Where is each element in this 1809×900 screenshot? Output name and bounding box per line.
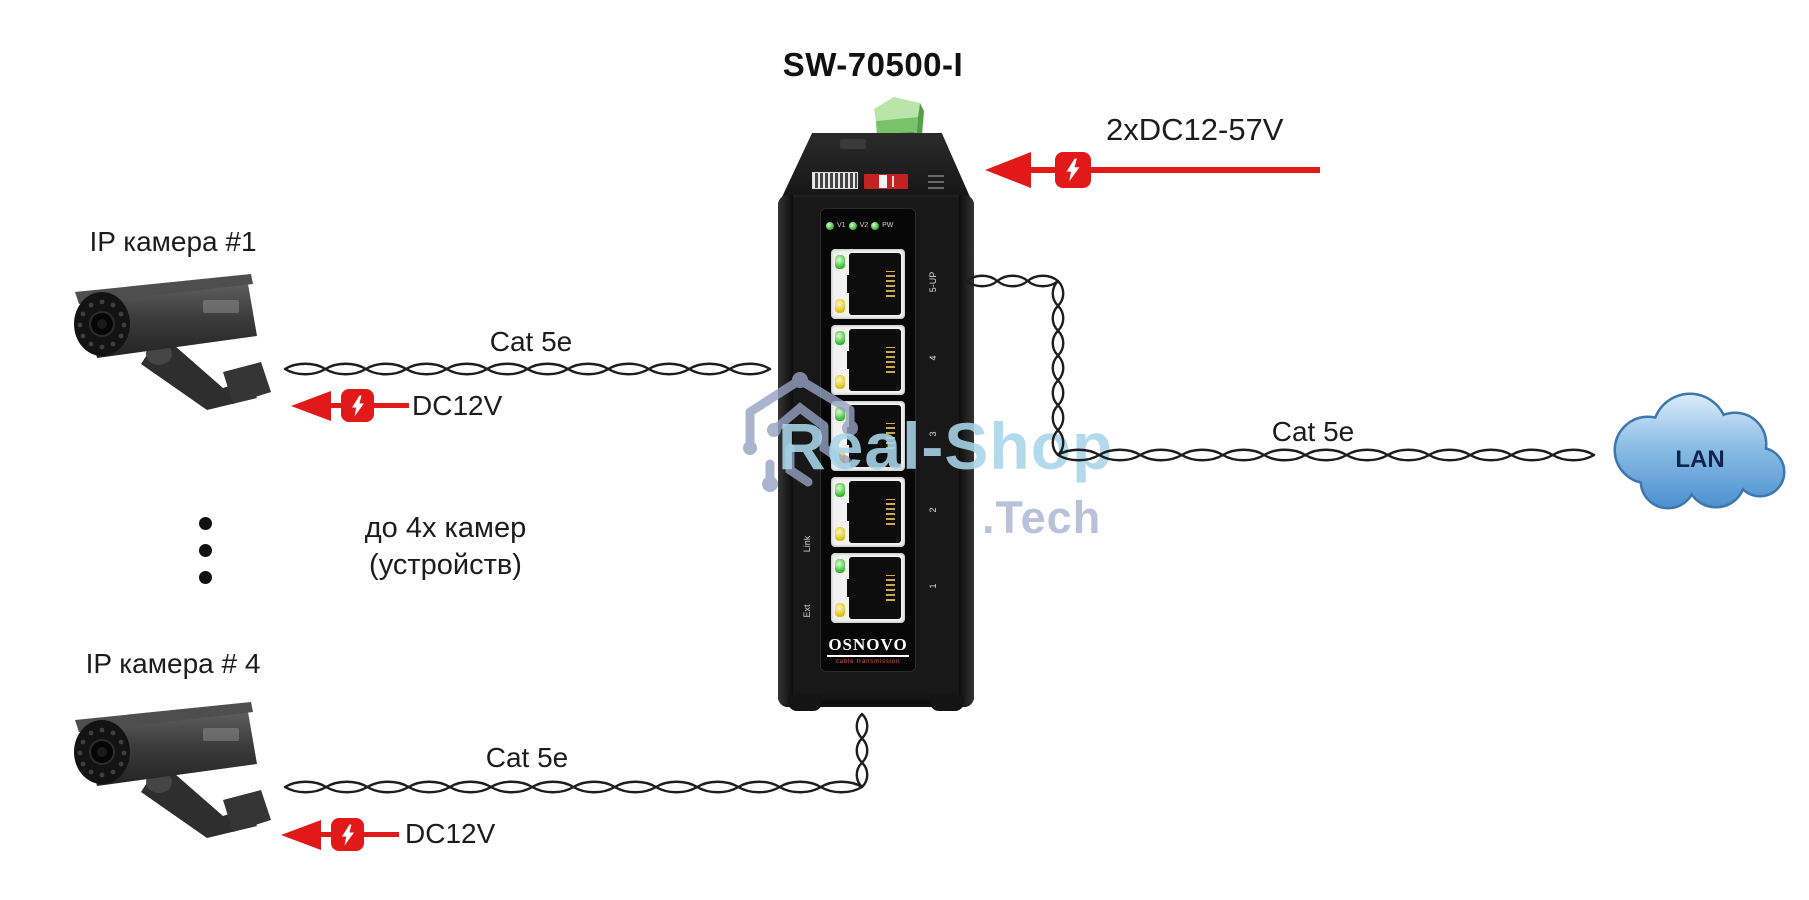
din-foot-right: [930, 695, 964, 711]
camera4-label: IP камера # 4: [85, 648, 261, 679]
led-v2-icon: [848, 222, 857, 230]
lightning-icon: [331, 818, 364, 851]
switch-top-face: [782, 133, 970, 197]
camera1-power-label: DC12V: [412, 390, 503, 421]
rj45-jack: [847, 481, 901, 543]
note-line2: (устройств): [369, 549, 522, 581]
terminal-markings: [928, 171, 944, 189]
rj45-jack: [847, 557, 901, 619]
twisted-pair-cable: [283, 780, 864, 794]
power-input-arrow: [985, 150, 1330, 194]
port-label-4: 4: [928, 355, 938, 361]
ext-led-icon: [835, 603, 845, 617]
ext-led-icon: [835, 299, 845, 313]
link-led-icon: [835, 255, 845, 269]
port-label-2: 2: [928, 507, 938, 513]
arrow-line: [1027, 167, 1320, 173]
camera1-image: [55, 262, 290, 412]
led-label-v1: V1: [837, 222, 846, 229]
dip-switch: [864, 174, 908, 189]
rj45-jack: [847, 329, 901, 391]
link-led-icon: [835, 331, 845, 345]
side-label-link: Link: [802, 535, 812, 553]
watermark-text: Real-Shop: [778, 409, 1114, 483]
brand-subtitle: cable transmission: [835, 659, 901, 665]
led-label-v2: V2: [859, 222, 869, 229]
link-led-icon: [835, 407, 845, 421]
lightning-icon: [1055, 152, 1091, 188]
ellipsis-dot: [199, 517, 212, 530]
ellipsis-dot: [199, 544, 212, 557]
status-leds: V1 V2 PW: [826, 222, 913, 230]
lightning-icon: [341, 389, 374, 422]
din-foot-left: [788, 695, 822, 711]
port-panel: V1 V2 PW: [820, 208, 916, 672]
port-label-1: 1: [928, 583, 938, 589]
led-pw-icon: [871, 222, 880, 230]
power-input-label: 2xDC12-57V: [1106, 112, 1284, 147]
link-led-icon: [835, 559, 845, 573]
lan-label: LAN: [1675, 446, 1725, 473]
poe-switch: V1 V2 PW: [778, 95, 974, 711]
brand-logo: OSNOVO cable transmission: [824, 635, 912, 665]
watermark-subtext: .Tech: [982, 492, 1102, 543]
side-label-ext: Ext: [802, 604, 812, 618]
camera4-image: [55, 690, 290, 840]
twisted-pair-cable: [855, 712, 869, 789]
right-flange: [959, 195, 974, 707]
twisted-pair-cable: [1056, 448, 1596, 462]
camera4-cable-label: Cat 5e: [485, 742, 569, 773]
rj45-port-1: [831, 553, 905, 623]
led-label-pw: PW: [882, 222, 894, 229]
led-v1-icon: [826, 222, 834, 230]
twisted-pair-cable: [283, 362, 772, 376]
arrow-head-icon: [291, 391, 331, 421]
rj45-jack: [847, 253, 901, 315]
vent-slot: [840, 139, 866, 149]
arrow-head-icon: [281, 820, 321, 850]
lan-cable-label: Cat 5e: [1271, 416, 1355, 447]
note-line1: до 4х камер: [364, 512, 527, 544]
camera4-power-label: DC12V: [405, 818, 496, 849]
link-led-icon: [835, 483, 845, 497]
brand-name: OSNOVO: [827, 635, 909, 657]
ext-led-icon: [835, 527, 845, 541]
camera4-power-arrow: [281, 818, 411, 855]
device-title: SW-70500-I: [782, 46, 964, 83]
ellipsis-dot: [199, 571, 212, 584]
camera1-cable-label: Cat 5e: [489, 326, 573, 357]
capacity-note: до 4х камер (устройств): [338, 510, 553, 584]
watermark-logo-icon: [743, 372, 858, 492]
switch-front-face: V1 V2 PW: [778, 195, 974, 711]
ext-led-icon: [835, 375, 845, 389]
twisted-pair-cable: [965, 274, 1060, 288]
rj45-port-2: [831, 477, 905, 547]
rj45-port-5up: [831, 249, 905, 319]
rj45-port-4: [831, 325, 905, 395]
port-label-5up: 5-UP: [928, 271, 938, 293]
camera1-label: IP камера #1: [89, 226, 257, 257]
arrow-head-icon: [985, 152, 1031, 188]
top-sticker: [812, 172, 858, 189]
camera1-power-arrow: [291, 389, 421, 426]
